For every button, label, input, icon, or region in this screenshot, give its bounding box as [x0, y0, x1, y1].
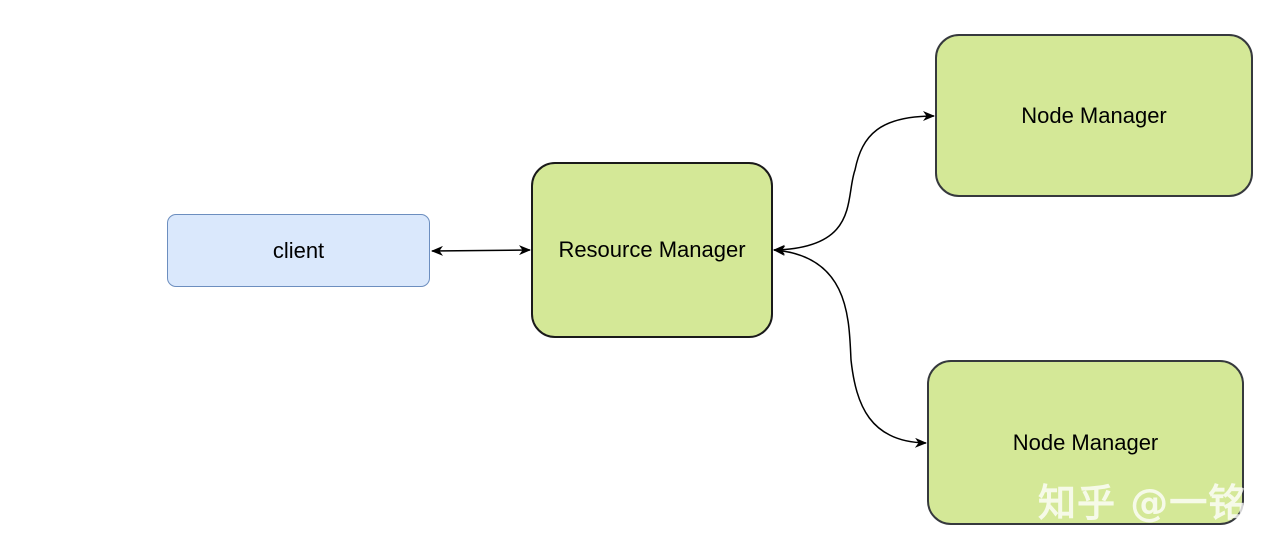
node-manager-node-1: Node Manager — [935, 34, 1253, 197]
node-manager-node-2-label: Node Manager — [1012, 429, 1159, 455]
edge-resource-manager-node-manager-2 — [773, 245, 927, 448]
node-manager-node-1-label: Node Manager — [1021, 102, 1167, 128]
client-node-label: client — [272, 237, 325, 263]
client-node: client — [167, 214, 430, 287]
resource-manager-node-label: Resource Manager — [558, 237, 746, 262]
edge-resource-manager-node-manager-1 — [773, 111, 935, 255]
watermark: 知乎 @一铭 — [1038, 481, 1248, 525]
resource-manager-node: Resource Manager — [531, 162, 773, 338]
edge-client-resource-manager — [431, 245, 531, 256]
node-manager-node-2: Node Manager — [927, 360, 1244, 525]
